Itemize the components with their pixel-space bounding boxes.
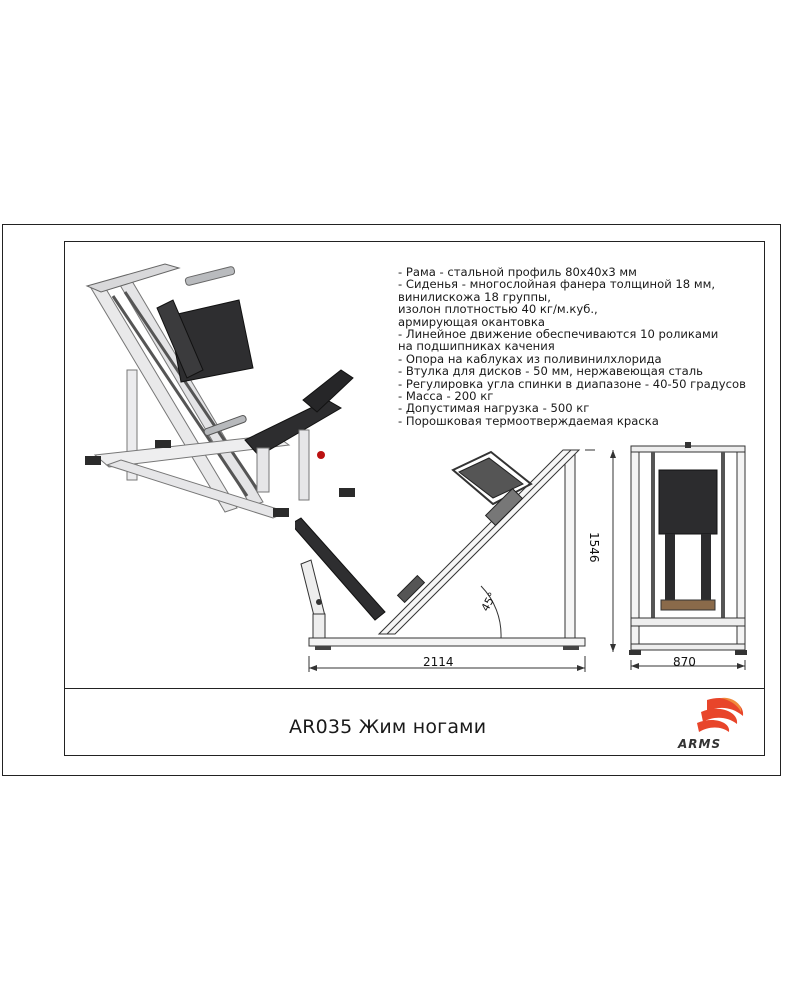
height-dimension-line	[610, 450, 616, 652]
product-title: AR035 Жим ногами	[289, 716, 487, 738]
spec-item: - Рама - стальной профиль 80х40х3 мм	[398, 265, 637, 279]
brand-wordmark: ARMS	[678, 737, 722, 751]
side-view-drawing: 45°	[295, 449, 595, 672]
spec-item: винилискожа 18 группы,	[398, 289, 551, 304]
spec-item: - Порошковая термоотверждаемая краска	[398, 413, 659, 428]
outer-frame	[2, 224, 781, 776]
spec-item: армирующая окантовка	[398, 314, 545, 329]
spec-item: изолон плотностью 40 кг/м.куб.,	[398, 302, 598, 317]
height-dimension: 1546	[587, 532, 601, 563]
footer-divider	[65, 688, 764, 689]
width-dimension: 870	[673, 655, 696, 669]
spec-item: - Втулка для дисков - 50 мм, нержавеющая…	[398, 364, 703, 379]
drawing-sheet: 45° 2114 1546 870	[64, 241, 765, 756]
spec-item: - Допустимая нагрузка - 500 кг	[398, 401, 590, 416]
spec-item: - Сиденья - многослойная фанера толщиной…	[398, 277, 716, 292]
spec-item: - Масса - 200 кг	[398, 389, 494, 404]
product-render	[85, 263, 355, 519]
spec-item: - Линейное движение обеспечиваются 10 ро…	[398, 327, 719, 342]
spec-item: - Регулировка угла спинки в диапазоне - …	[398, 376, 746, 391]
arms-logo-icon	[697, 697, 744, 732]
front-view-drawing	[629, 442, 747, 670]
spec-item: - Опора на каблуках из поливинилхлорида	[398, 351, 662, 366]
length-dimension: 2114	[423, 655, 454, 669]
spec-list: - Рама - стальной профиль 80х40х3 мм - С…	[398, 265, 758, 428]
spec-item: на подшипниках качения	[398, 339, 555, 354]
